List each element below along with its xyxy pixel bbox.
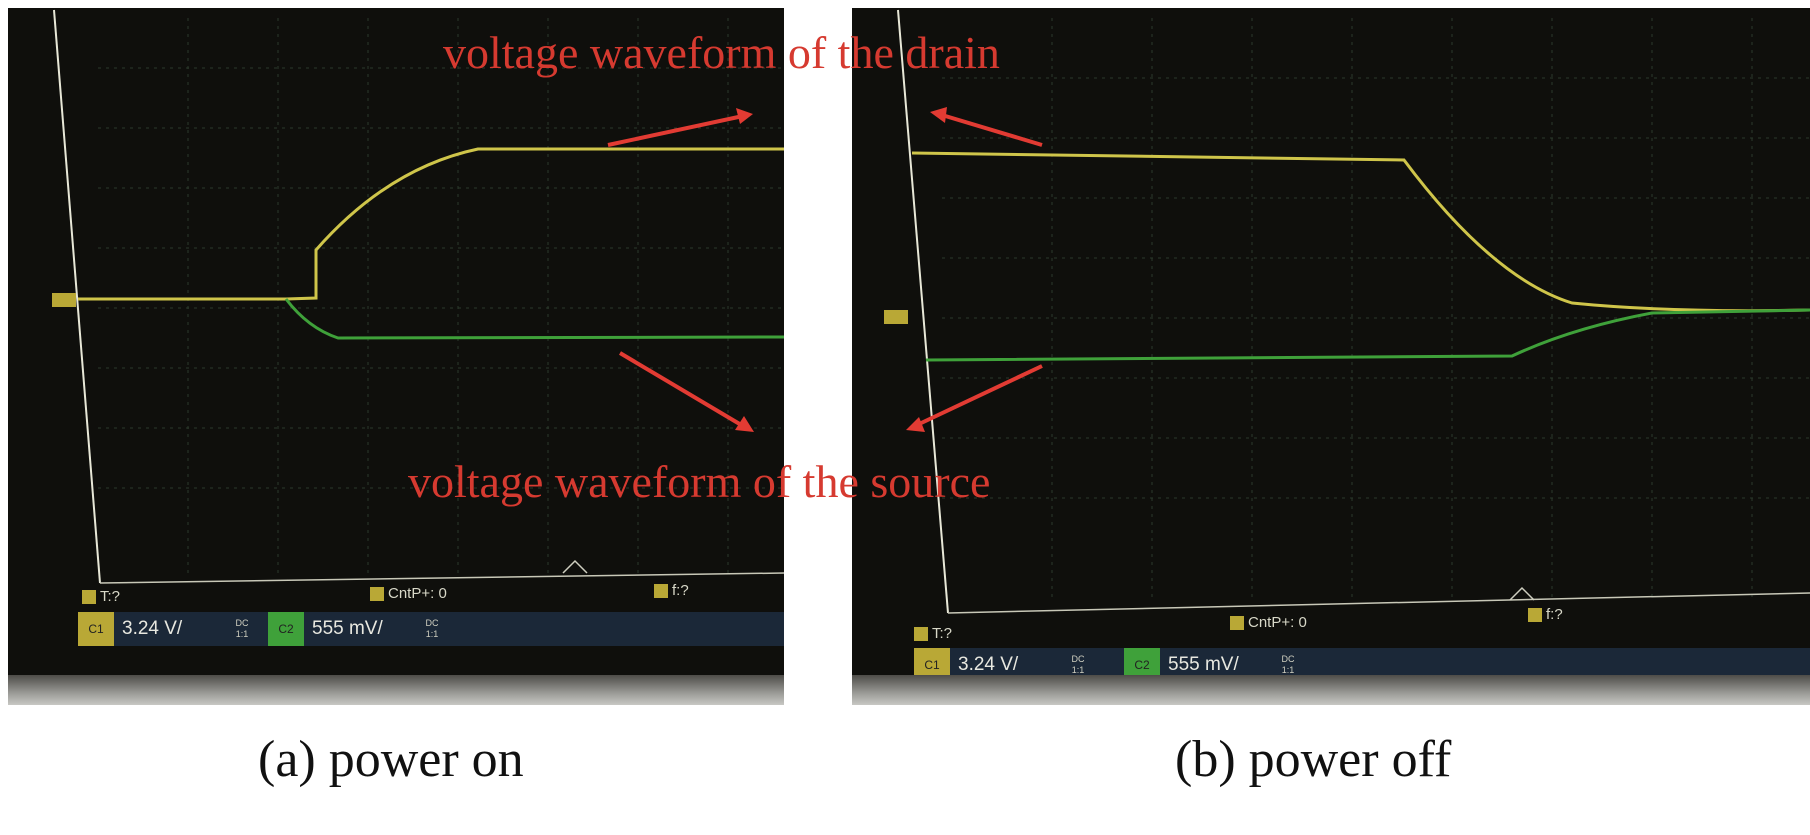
channel-1-scale: 3.24 V/ [122, 618, 183, 639]
source-voltage-trace [925, 308, 1810, 362]
frequency-status: f:? [654, 582, 689, 599]
c1-level-marker [52, 293, 76, 307]
channel-1-coupling: DC [235, 618, 249, 628]
frequency-status: f:? [1528, 606, 1563, 623]
trigger-status: T:? [914, 625, 952, 642]
oscilloscope-screen [8, 8, 784, 675]
drain-arrow [941, 113, 1043, 147]
channel-1-scale: 3.24 V/ [958, 654, 1019, 675]
channel-1-probe: 1:1 [1071, 665, 1085, 675]
count-status: CntP+: 0 [1230, 614, 1307, 631]
trigger-marker [1509, 586, 1535, 601]
caption-power-on: (a) power on [258, 731, 524, 788]
source-voltage-trace [284, 298, 784, 340]
channel-1-probe: 1:1 [235, 629, 249, 639]
channel-2-scale: 555 mV/ [1168, 654, 1239, 675]
y-axis-line [53, 9, 101, 584]
trigger-marker [562, 559, 588, 574]
caption-power-off: (b) power off [1175, 731, 1452, 788]
drain-annotation: voltage waveform of the drain [443, 27, 1000, 78]
waveform-display [52, 9, 784, 584]
x-axis-line [99, 572, 784, 584]
channel-2-coupling: DC [1281, 654, 1295, 664]
channel-1-badge: C1 [78, 612, 114, 646]
trigger-status: T:? [82, 588, 120, 605]
channel-1-coupling: DC [1071, 654, 1085, 664]
screen-bezel [8, 675, 784, 705]
channel-2-probe: 1:1 [425, 629, 439, 639]
channel-2-scale: 555 mV/ [312, 618, 383, 639]
channel-2-badge: C2 [268, 612, 304, 646]
y-axis-line [897, 9, 949, 614]
channel-2-coupling: DC [425, 618, 439, 628]
c1-level-marker [884, 310, 908, 324]
source-annotation: voltage waveform of the source [408, 456, 991, 507]
oscilloscope-screen [852, 8, 1810, 675]
drain-voltage-trace [78, 147, 784, 301]
waveform-display [884, 9, 1810, 614]
screen-bezel [852, 675, 1810, 705]
source-arrow [618, 351, 745, 428]
count-status: CntP+: 0 [370, 585, 447, 602]
drain-arrow [607, 114, 744, 147]
drain-voltage-trace [911, 151, 1810, 313]
x-axis-line [947, 592, 1810, 614]
channel-2-probe: 1:1 [1281, 665, 1295, 675]
source-arrow [916, 364, 1043, 427]
